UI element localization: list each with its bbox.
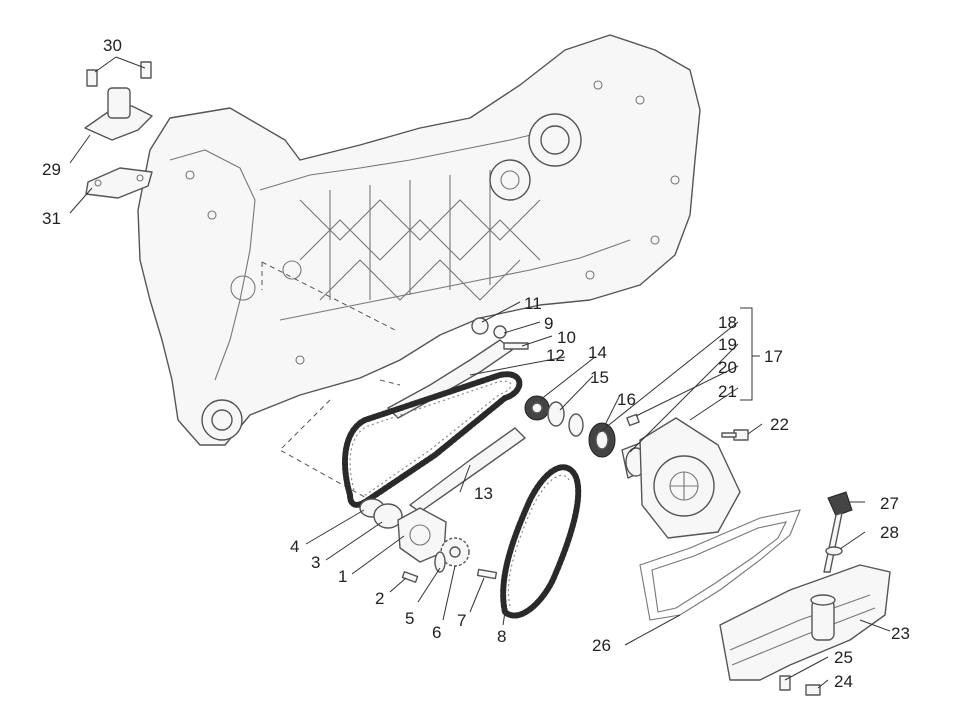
washer-15a — [547, 401, 565, 427]
callout-24: 24 — [834, 672, 853, 691]
callout-16: 16 — [617, 390, 636, 409]
oil-sump-23 — [719, 564, 891, 681]
gasket-26 — [639, 509, 801, 621]
crankcase-housing — [137, 34, 701, 446]
callout-12: 12 — [546, 346, 565, 365]
seal-3 — [373, 503, 403, 529]
callout-labels: 30 29 31 11 9 10 12 14 15 16 13 18 19 20… — [42, 36, 910, 691]
bolt-22 — [721, 429, 749, 441]
callout-19: 19 — [718, 335, 737, 354]
callout-22: 22 — [770, 415, 789, 434]
callout-8: 8 — [497, 627, 506, 646]
callout-25: 25 — [834, 648, 853, 667]
dipstick-27 — [823, 491, 853, 573]
callout-15: 15 — [590, 368, 609, 387]
callout-28: 28 — [880, 523, 899, 542]
callout-26: 26 — [592, 636, 611, 655]
callout-29: 29 — [42, 160, 61, 179]
chain-slider-13 — [409, 427, 526, 513]
callout-20: 20 — [718, 358, 737, 377]
oil-pump-chain-8 — [500, 464, 582, 619]
callout-5: 5 — [405, 609, 414, 628]
pin-10 — [503, 342, 529, 350]
assembly-guide-lines — [261, 261, 401, 501]
callout-11: 11 — [524, 294, 542, 313]
washer-25 — [779, 675, 791, 691]
callout-21: 21 — [718, 382, 737, 401]
sprocket-group — [524, 395, 584, 437]
callout-27: 27 — [880, 494, 899, 513]
oil-pump-assembly — [359, 498, 447, 563]
bolt-7 — [476, 568, 498, 580]
callout-10: 10 — [557, 328, 576, 347]
callout-14: 14 — [588, 343, 607, 362]
washer-9 — [493, 325, 507, 339]
drive-chain — [342, 371, 523, 508]
pump-sprocket-6 — [440, 537, 470, 567]
callout-6: 6 — [432, 623, 441, 642]
callout-31: 31 — [42, 209, 61, 228]
callout-18: 18 — [718, 313, 737, 332]
callout-1: 1 — [338, 567, 347, 586]
upper-chain-guide — [387, 317, 529, 419]
gear-16 — [588, 422, 616, 458]
gasket-31 — [85, 167, 153, 199]
o-ring-28 — [825, 546, 843, 556]
callout-3: 3 — [311, 553, 320, 572]
bolt-30a — [86, 69, 98, 87]
chain-tensioner-assembly — [84, 61, 153, 199]
pivot-11 — [471, 317, 489, 335]
callout-30: 30 — [103, 36, 122, 55]
bolt-30b — [140, 61, 152, 79]
washer-15b — [568, 413, 584, 437]
callout-13: 13 — [474, 484, 493, 503]
pin-20 — [626, 413, 640, 427]
callout-7: 7 — [457, 611, 466, 630]
washer-5 — [434, 551, 446, 573]
callout-2: 2 — [375, 589, 384, 608]
leader-lines — [69, 56, 891, 689]
oil-pump-cover-21 — [639, 417, 741, 539]
bolt-2 — [401, 571, 419, 583]
callout-4: 4 — [290, 537, 299, 556]
callout-23: 23 — [891, 624, 910, 643]
callout-17: 17 — [764, 347, 783, 366]
drain-plug-24 — [805, 684, 821, 696]
callout-9: 9 — [544, 314, 553, 333]
